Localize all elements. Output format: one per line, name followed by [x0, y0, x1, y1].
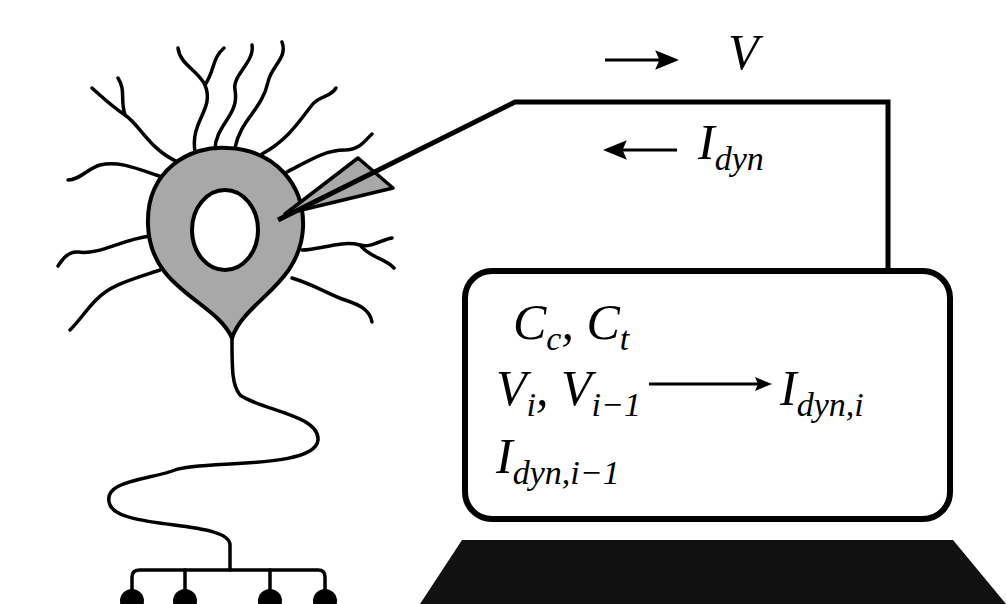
bouton — [313, 589, 337, 604]
subscript: dyn,i — [797, 386, 864, 423]
dendrite — [292, 278, 372, 322]
symbol: I — [780, 360, 797, 416]
symbol: V — [728, 24, 759, 80]
symbol: I — [496, 428, 513, 484]
symbol: I — [698, 114, 715, 170]
computer-screen: Cc, CtVi, Vi−1Idyn,iIdyn,i−1 — [462, 268, 953, 522]
arrow-shaft — [649, 383, 760, 386]
bouton — [173, 589, 197, 604]
arrow-head — [658, 53, 675, 67]
arrow-in — [620, 149, 677, 152]
subscript: i — [527, 386, 536, 423]
subscript: i−1 — [592, 386, 641, 423]
equation-text: Vi, Vi−1 — [496, 358, 641, 418]
pipette — [285, 158, 393, 214]
dendrite — [118, 78, 125, 115]
bouton — [120, 589, 144, 604]
soma — [148, 148, 303, 338]
bouton — [258, 589, 282, 604]
equation-text: Idyn,i−1 — [496, 426, 620, 486]
axon-terminal — [132, 570, 325, 598]
dendrite — [360, 245, 394, 268]
axon-trunk — [109, 338, 318, 570]
arrow-out — [605, 59, 662, 62]
dendrite — [70, 270, 160, 330]
electrode-wire — [278, 102, 888, 272]
symbol: V — [496, 360, 527, 416]
dendrite — [205, 48, 224, 85]
monitor-stand — [420, 540, 1006, 604]
maps-to-arrow — [649, 377, 772, 391]
dendrite — [68, 164, 165, 180]
symbol: , C — [561, 294, 619, 350]
dendrite — [58, 236, 150, 266]
symbol: , V — [536, 360, 592, 416]
nucleus — [192, 190, 258, 270]
subscript: dyn,i−1 — [513, 454, 620, 491]
dendrite — [235, 42, 283, 148]
dendrite — [178, 48, 207, 152]
dendrite — [302, 238, 392, 250]
signal-label: Idyn — [698, 112, 764, 172]
equation-text: Idyn,i — [780, 358, 864, 418]
subscript: dyn — [715, 140, 764, 177]
arrow-head — [755, 377, 772, 391]
dendrite — [215, 45, 252, 150]
signal-arrows — [605, 53, 677, 157]
synaptic-boutons — [120, 589, 337, 604]
arrow-head — [607, 143, 624, 157]
dendrite — [262, 88, 336, 154]
symbol: C — [513, 294, 546, 350]
equation-text: Cc, Ct — [513, 292, 629, 352]
axon — [109, 338, 325, 598]
dendrite — [92, 88, 178, 162]
subscript: t — [620, 320, 629, 357]
signal-label: V — [728, 22, 759, 82]
subscript: c — [546, 320, 561, 357]
